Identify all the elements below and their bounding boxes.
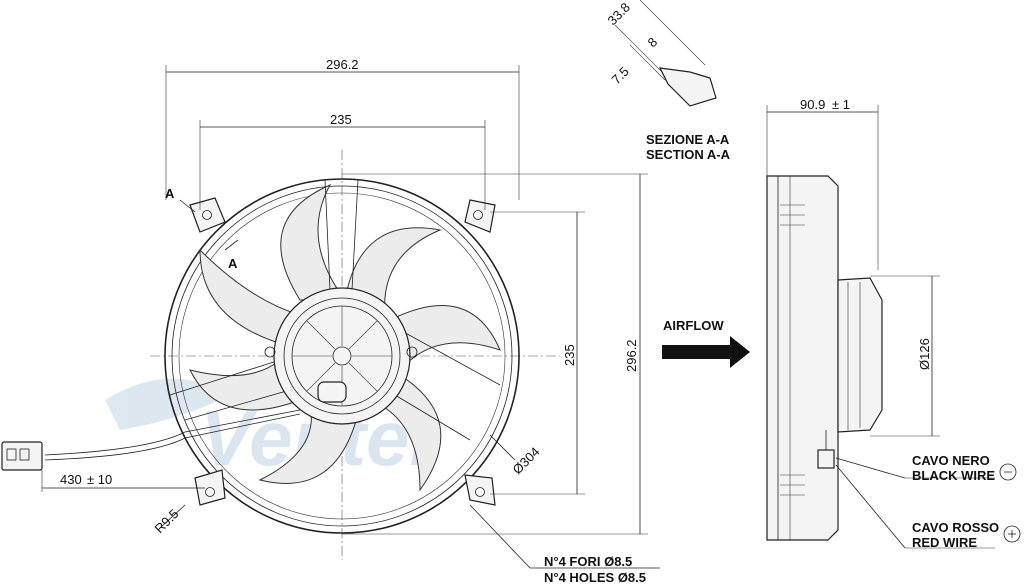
- dim-cable-tolerance: ± 10: [87, 472, 112, 487]
- dim-hole-spacing-v: 235: [562, 344, 577, 366]
- holes-note-it: N°4 FORI Ø8.5: [544, 554, 632, 569]
- plus-circle-icon: [1003, 525, 1021, 543]
- mounting-lug-bottom-right: [464, 474, 496, 506]
- black-wire-label-it: CAVO NERO: [912, 453, 990, 468]
- dim-depth-tolerance: ± 1: [832, 97, 850, 112]
- black-wire-label-en: BLACK WIRE: [912, 468, 995, 483]
- dim-corner-radius: R9.5: [152, 506, 182, 536]
- section-marker-top: A: [165, 186, 175, 201]
- airflow-arrow-icon: [662, 336, 750, 368]
- mounting-lug-bottom-left: [194, 469, 226, 506]
- red-wire-label-en: RED WIRE: [912, 535, 977, 550]
- frame-struts: [169, 179, 501, 441]
- mounting-lug-top-left: [189, 197, 226, 233]
- section-title-en: SECTION A-A: [646, 147, 731, 162]
- dim-section-33-8: 33.8: [605, 0, 634, 28]
- dim-overall-height: 296.2: [624, 339, 639, 372]
- minus-circle-icon: [999, 463, 1017, 481]
- fan-blades: [189, 183, 501, 492]
- cable-with-connector: [1, 409, 301, 471]
- motor-hub: [264, 287, 418, 425]
- section-title-it: SEZIONE A-A: [646, 132, 730, 147]
- dim-overall-width: 296.2: [326, 57, 359, 72]
- dim-depth: 90.9: [800, 97, 825, 112]
- dim-section-7-5: 7.5: [609, 64, 632, 87]
- dimension-lines: [41, 65, 660, 569]
- fan-side-view: [766, 105, 995, 549]
- dim-fan-diameter: Ø304: [510, 444, 543, 477]
- dim-cable-length: 430: [60, 472, 82, 487]
- section-a-a-detail: [614, 0, 717, 107]
- fan-front-view: [1, 150, 560, 560]
- holes-note-en: N°4 HOLES Ø8.5: [544, 570, 646, 585]
- airflow-label: AIRFLOW: [663, 318, 724, 333]
- dim-hole-spacing-h: 235: [330, 112, 352, 127]
- mounting-lug-top-right: [464, 199, 496, 233]
- dim-motor-diameter: Ø126: [917, 338, 932, 370]
- section-marker-bottom: A: [228, 256, 238, 271]
- dim-section-8: 8: [645, 34, 661, 50]
- red-wire-label-it: CAVO ROSSO: [912, 520, 999, 535]
